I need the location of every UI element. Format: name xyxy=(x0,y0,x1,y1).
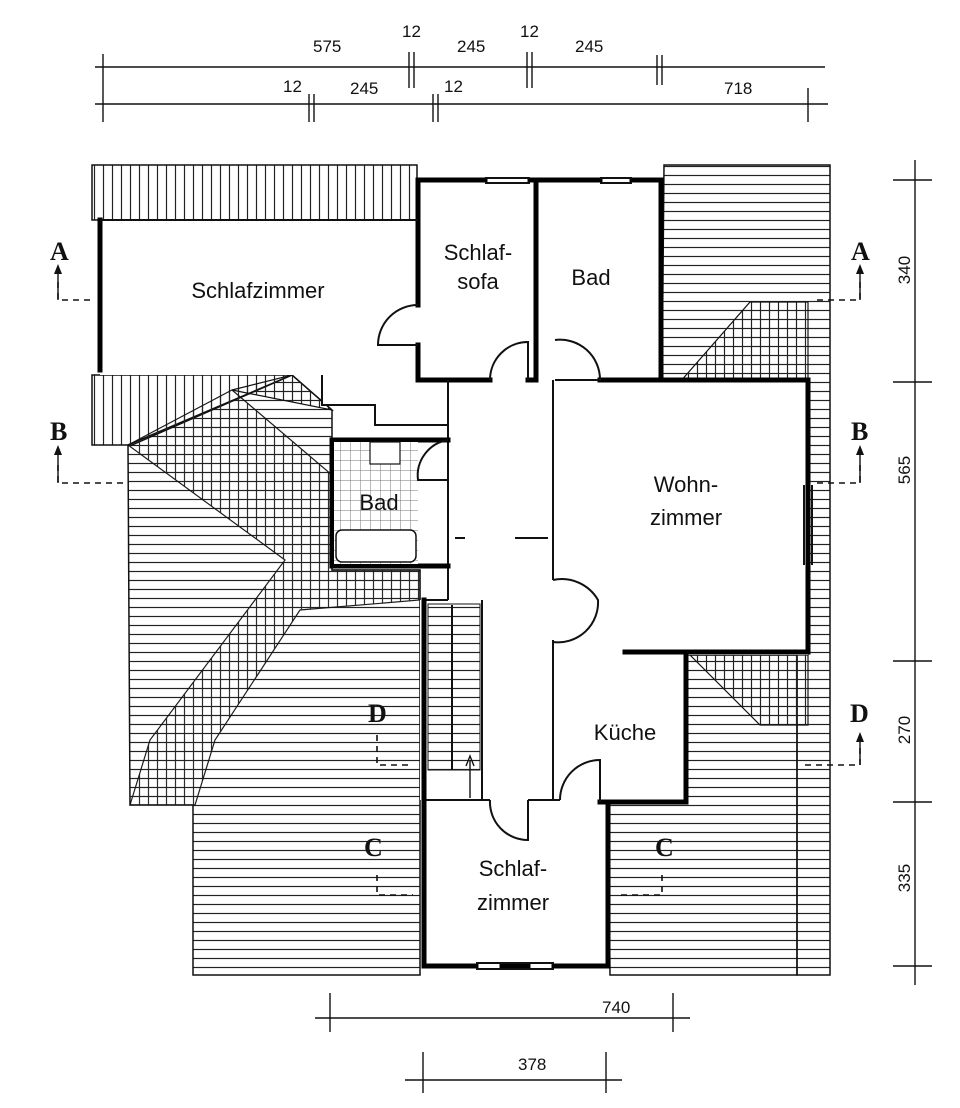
dim-top-245b: 245 xyxy=(575,37,603,56)
dim-top-12c: 12 xyxy=(283,77,302,96)
section-a-right: A xyxy=(851,237,870,266)
section-a-left: A xyxy=(50,237,69,266)
section-c-right: C xyxy=(655,833,674,862)
section-d-left: D xyxy=(368,699,387,728)
doors xyxy=(376,304,602,842)
dim-right-335: 335 xyxy=(895,864,914,892)
walls xyxy=(97,177,813,970)
top-dimension-lines xyxy=(95,52,828,122)
right-dimension-lines xyxy=(893,160,932,985)
room-wohnzimmer-line2: zimmer xyxy=(650,505,722,530)
dim-right-340: 340 xyxy=(895,256,914,284)
section-d-right: D xyxy=(850,699,869,728)
staircase xyxy=(427,603,481,798)
section-markers xyxy=(54,264,864,896)
dim-top-718: 718 xyxy=(724,79,752,98)
bottom-dimension-lines xyxy=(315,993,690,1093)
dim-right-565: 565 xyxy=(895,456,914,484)
dim-top-575: 575 xyxy=(313,37,341,56)
section-b-right: B xyxy=(851,417,868,446)
room-schlafzimmer-bottom-line2: zimmer xyxy=(477,890,549,915)
room-schlafsofa-line2: sofa xyxy=(457,269,499,294)
room-schlafsofa-line1: Schlaf- xyxy=(444,240,512,265)
room-bad-top: Bad xyxy=(571,265,610,290)
dim-bottom-378: 378 xyxy=(518,1055,546,1074)
dim-top-12d: 12 xyxy=(444,77,463,96)
room-bad-small: Bad xyxy=(359,490,398,515)
dim-top-12a: 12 xyxy=(402,22,421,41)
room-wohnzimmer-line1: Wohn- xyxy=(654,472,718,497)
roof-hatching xyxy=(91,164,831,976)
room-schlafzimmer-bottom-line1: Schlaf- xyxy=(479,856,547,881)
dim-bottom-740: 740 xyxy=(602,998,630,1017)
bathtub xyxy=(335,529,417,563)
section-c-left: C xyxy=(364,833,383,862)
dim-right-270: 270 xyxy=(895,716,914,744)
washbasin xyxy=(369,441,401,465)
dim-top-12b: 12 xyxy=(520,22,539,41)
dim-top-245c: 245 xyxy=(350,79,378,98)
section-b-left: B xyxy=(50,417,67,446)
dim-top-245a: 245 xyxy=(457,37,485,56)
room-kueche: Küche xyxy=(594,720,656,745)
room-schlafzimmer-left: Schlafzimmer xyxy=(191,278,324,303)
